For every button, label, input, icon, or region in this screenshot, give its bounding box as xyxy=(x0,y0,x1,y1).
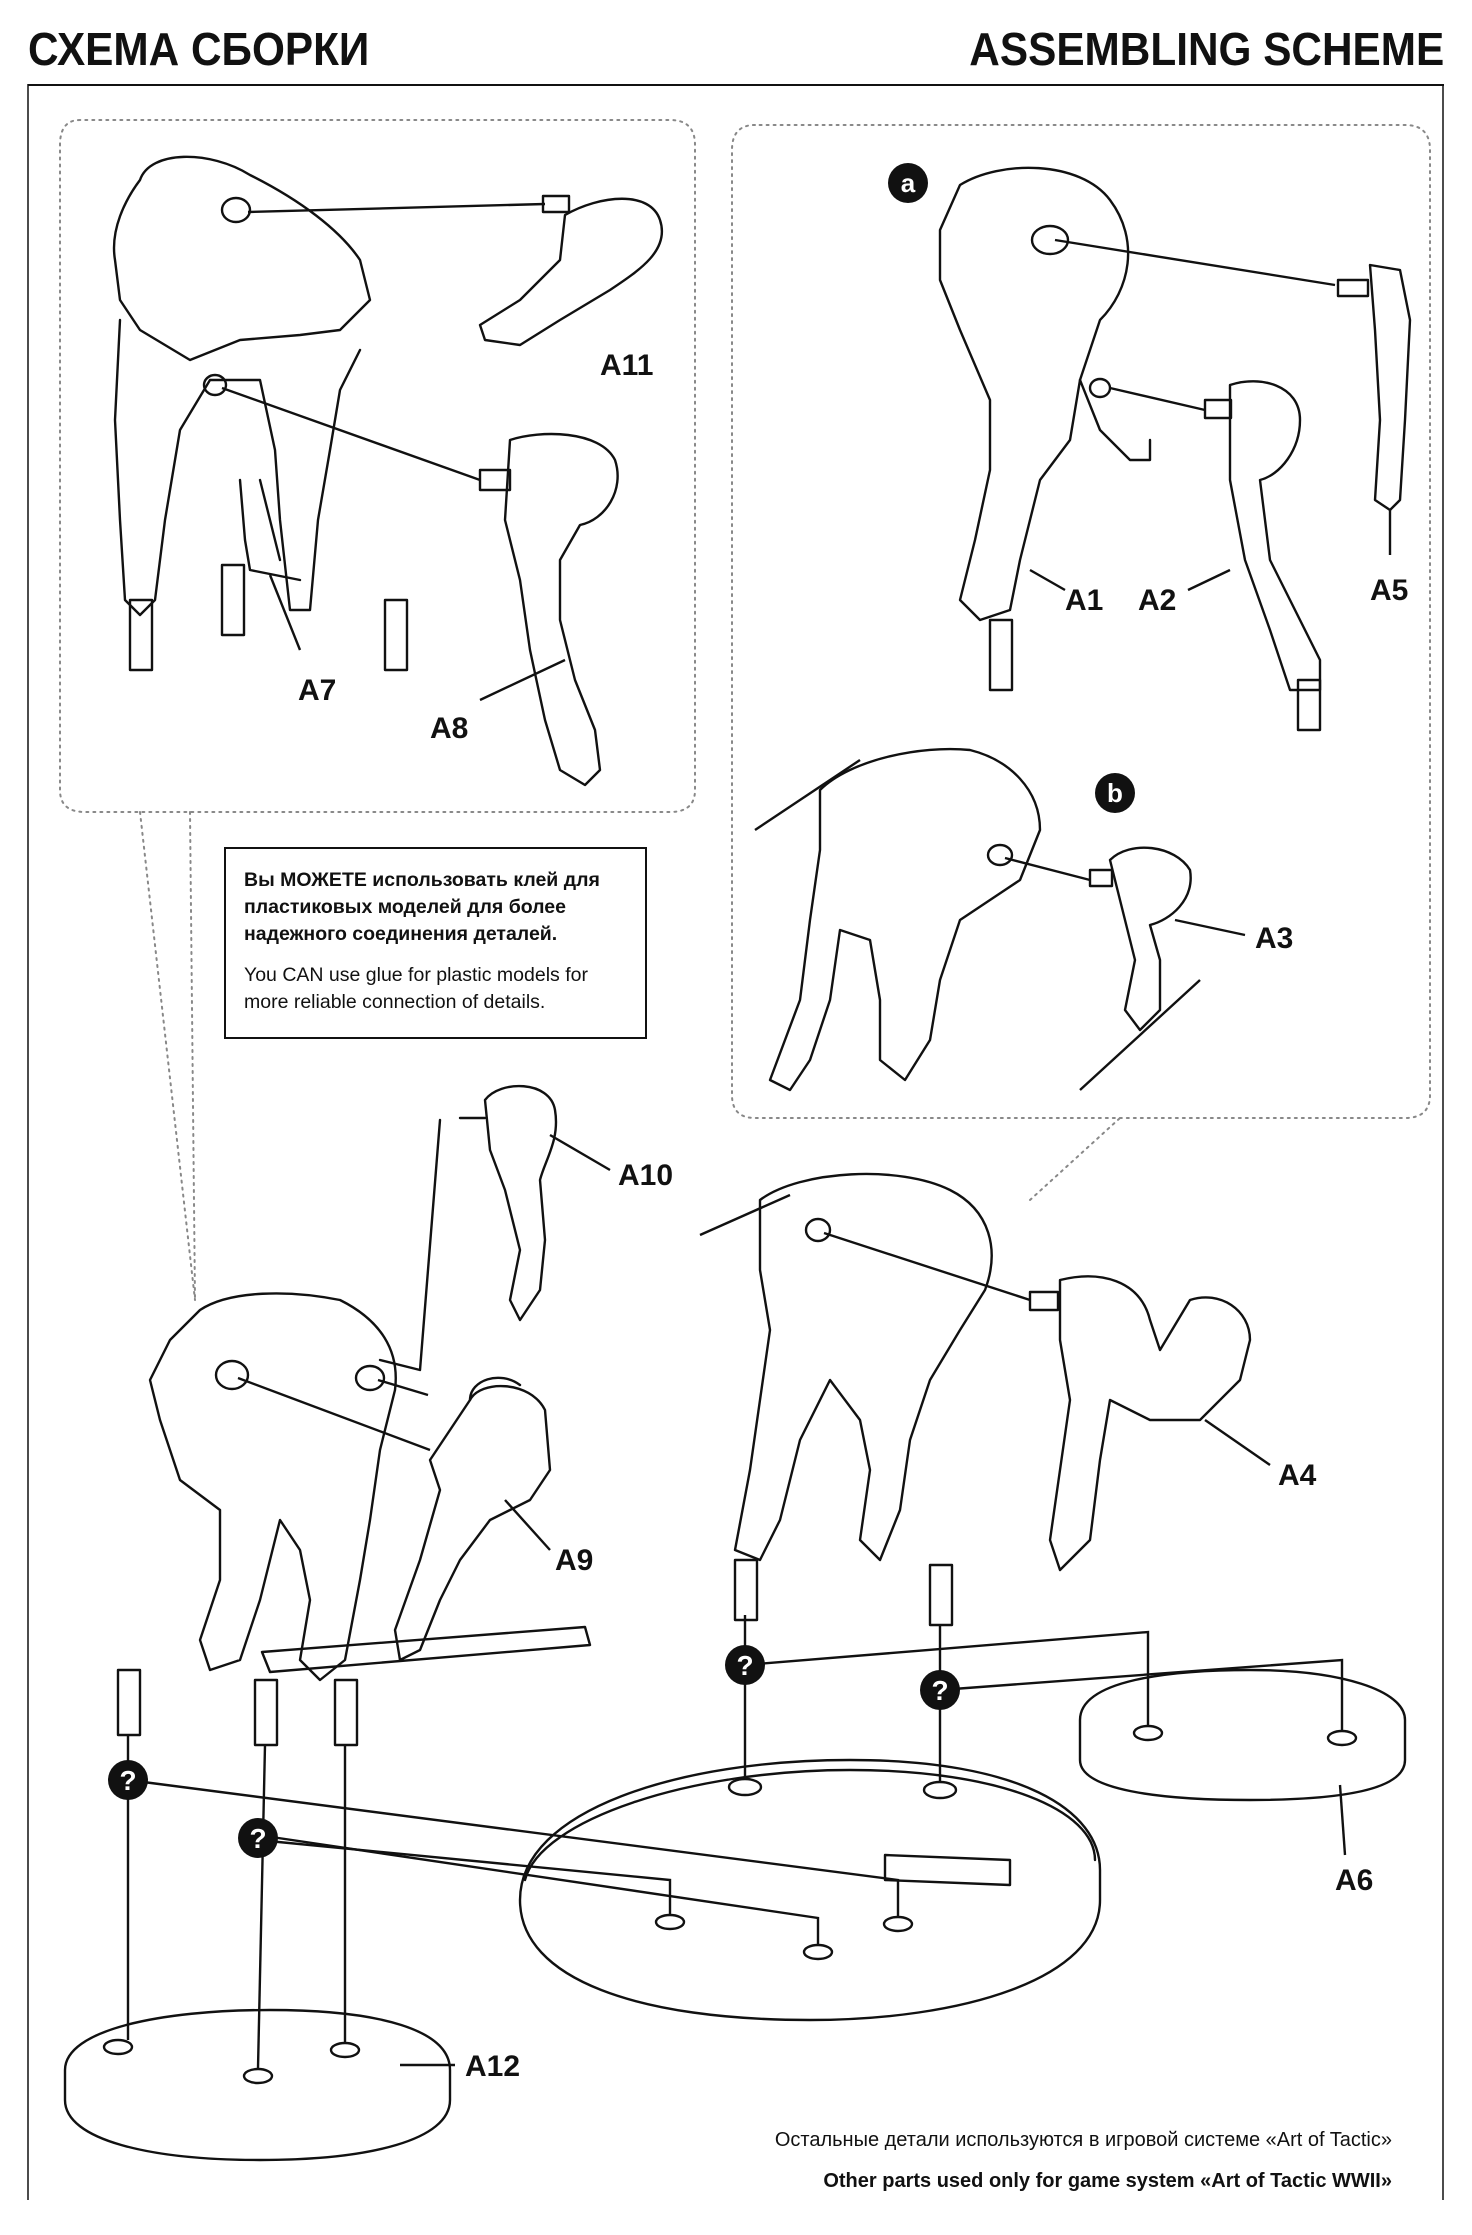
figure-bottom-left-back xyxy=(116,1292,431,1747)
label-a3: A3 xyxy=(1255,922,1293,955)
label-a2: A2 xyxy=(1138,584,1176,617)
base-large xyxy=(518,1758,1102,2022)
question-icon xyxy=(920,1670,960,1710)
part-a10-arm xyxy=(378,1084,558,1372)
step-b-label: b xyxy=(1107,778,1123,808)
question-mark-1: ? xyxy=(736,1650,753,1681)
glue-note-en: You CAN use glue for plastic models for … xyxy=(244,964,588,1013)
part-a3-arm xyxy=(1079,846,1201,1091)
callout-pointer-right xyxy=(1029,1117,1121,1201)
figure-bottom-right xyxy=(699,1172,1031,1627)
part-a9-torso xyxy=(260,1376,592,1674)
connector-lines xyxy=(126,1615,1344,2069)
label-a1: A1 xyxy=(1065,584,1103,617)
question-icon xyxy=(725,1645,765,1685)
title-ru: СХЕМА СБОРКИ xyxy=(28,23,370,75)
glue-note-ru-emphasis: МОЖЕТЕ xyxy=(280,869,367,891)
figure-torso-back-left xyxy=(112,155,409,672)
glue-note-box: Вы МОЖЕТЕ использовать клей для пластико… xyxy=(224,847,647,1039)
footer-ru: Остальные детали используются в игровой … xyxy=(774,2129,1392,2151)
header-rule xyxy=(28,84,1444,86)
part-a5-arm xyxy=(1336,263,1412,512)
title-en: ASSEMBLING SCHEME xyxy=(969,23,1444,75)
footer-en: Other parts used only for game system «A… xyxy=(823,2170,1392,2192)
part-a8-leg xyxy=(221,386,619,787)
callout-panel-left xyxy=(59,119,696,813)
callout-pointer-left xyxy=(139,811,196,1301)
base-a6 xyxy=(1078,1668,1407,1802)
base-a12 xyxy=(63,2008,452,2162)
question-mark-4: ? xyxy=(249,1823,266,1854)
label-a5: A5 xyxy=(1370,574,1408,607)
callout-panel-right xyxy=(731,124,1431,1119)
question-mark-3: ? xyxy=(119,1765,136,1796)
label-a11: A11 xyxy=(600,349,653,382)
label-a9: A9 xyxy=(555,1544,593,1577)
figure-step-b xyxy=(754,747,1091,1092)
label-leaders xyxy=(268,510,1392,2067)
label-a12: A12 xyxy=(465,2050,520,2083)
label-a4: A4 xyxy=(1278,1459,1317,1492)
question-mark-2: ? xyxy=(931,1675,948,1706)
part-a11-arm xyxy=(247,194,663,347)
part-a2-leg xyxy=(1203,380,1322,732)
glue-note-ru: Вы МОЖЕТЕ использовать клей для пластико… xyxy=(244,867,627,948)
label-a8: A8 xyxy=(430,712,468,745)
step-a-marker xyxy=(888,163,928,203)
figure-step-a xyxy=(938,166,1336,692)
label-a10: A10 xyxy=(618,1159,673,1192)
glue-note-ru-prefix: Вы xyxy=(244,869,281,891)
unknown-markers xyxy=(108,1645,960,1858)
glue-note-ru-suffix: использовать клей для пластиковых моделе… xyxy=(244,869,600,945)
step-a-label: a xyxy=(901,168,916,198)
label-a6: A6 xyxy=(1335,1864,1373,1897)
part-a4-arm xyxy=(1028,1275,1252,1572)
question-icon xyxy=(238,1818,278,1858)
label-a7: A7 xyxy=(298,674,336,707)
step-b-marker xyxy=(1095,773,1135,813)
question-icon xyxy=(108,1760,148,1800)
